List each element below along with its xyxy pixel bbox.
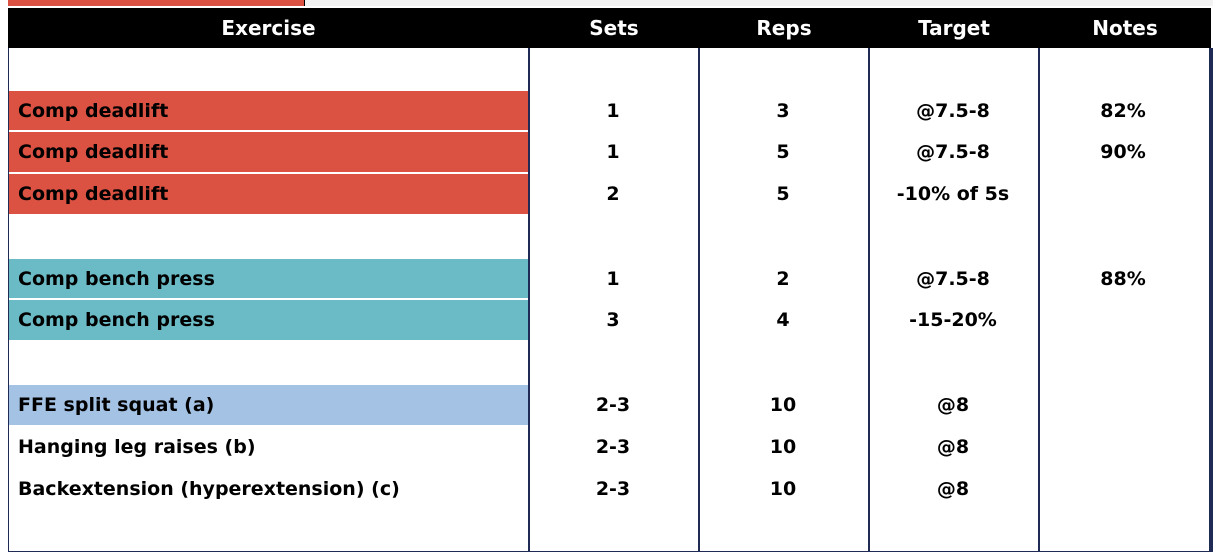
cell-exercise[interactable]: Backextension (hyperextension) (c) (18, 478, 400, 500)
header-sets[interactable]: Sets (589, 16, 639, 40)
cell-reps[interactable]: 4 (776, 309, 790, 331)
table-row[interactable]: Comp deadlift 1 3 @7.5-8 82% (8, 91, 1211, 131)
cell-sets[interactable]: 2-3 (595, 436, 631, 458)
table-row[interactable]: Backextension (hyperextension) (c) 2-3 1… (8, 469, 1211, 509)
cell-notes[interactable] (1039, 385, 1207, 425)
table-row[interactable]: Hanging leg raises (b) 2-3 10 @8 (8, 427, 1211, 467)
cell-reps[interactable]: 10 (769, 394, 797, 416)
row-separator (9, 130, 528, 132)
cell-target[interactable]: @7.5-8 (916, 141, 990, 163)
cell-reps[interactable]: 5 (776, 141, 790, 163)
column-divider (868, 48, 870, 552)
row-highlight (9, 259, 528, 299)
cell-reps[interactable]: 3 (776, 100, 790, 122)
row-highlight (9, 174, 528, 214)
cell-notes[interactable]: 88% (1100, 268, 1146, 290)
sheet-tab-strip (0, 0, 1216, 8)
header-exercise[interactable]: Exercise (221, 16, 316, 40)
table-row[interactable]: Comp bench press 1 2 @7.5-8 88% (8, 259, 1211, 299)
cell-sets[interactable]: 2-3 (595, 394, 631, 416)
table-row[interactable]: Comp deadlift 1 5 @7.5-8 90% (8, 132, 1211, 172)
sheet-tab-active[interactable] (8, 0, 304, 6)
cell-notes[interactable] (1039, 469, 1207, 509)
sheet-tab-bar (304, 0, 1213, 6)
cell-notes[interactable] (1039, 300, 1207, 340)
cell-reps[interactable]: 10 (769, 478, 797, 500)
header-notes[interactable]: Notes (1092, 16, 1158, 40)
row-separator (9, 298, 528, 300)
cell-sets[interactable]: 1 (606, 268, 620, 290)
cell-target[interactable]: -10% of 5s (896, 183, 1010, 205)
header-reps[interactable]: Reps (756, 16, 812, 40)
cell-target[interactable]: -15-20% (909, 309, 997, 331)
table-row[interactable]: Comp bench press 3 4 -15-20% (8, 300, 1211, 340)
cell-notes[interactable]: 82% (1100, 100, 1146, 122)
cell-exercise[interactable]: FFE split squat (a) (18, 394, 215, 416)
cell-notes[interactable] (1039, 427, 1207, 467)
table-row[interactable]: FFE split squat (a) 2-3 10 @8 (8, 385, 1211, 425)
table-header: Exercise Sets Reps Target Notes (8, 8, 1211, 48)
column-divider (698, 48, 700, 552)
cell-target[interactable]: @7.5-8 (916, 100, 990, 122)
column-divider (1038, 48, 1040, 552)
cell-reps[interactable]: 2 (776, 268, 790, 290)
row-highlight (9, 385, 528, 425)
cell-sets[interactable]: 2 (606, 183, 620, 205)
cell-reps[interactable]: 10 (769, 436, 797, 458)
cell-target[interactable]: @8 (936, 394, 970, 416)
row-highlight (9, 132, 528, 172)
column-divider (1209, 48, 1213, 552)
cell-target[interactable]: @7.5-8 (916, 268, 990, 290)
cell-sets[interactable]: 1 (606, 100, 620, 122)
cell-target[interactable]: @8 (936, 478, 970, 500)
cell-target[interactable]: @8 (936, 436, 970, 458)
cell-exercise[interactable]: Comp bench press (18, 268, 215, 290)
row-highlight (9, 300, 528, 340)
cell-reps[interactable]: 5 (776, 183, 790, 205)
cell-sets[interactable]: 3 (606, 309, 620, 331)
header-target[interactable]: Target (918, 16, 990, 40)
row-highlight (9, 91, 528, 131)
cell-exercise[interactable]: Comp bench press (18, 309, 215, 331)
table-row[interactable]: Comp deadlift 2 5 -10% of 5s (8, 174, 1211, 214)
column-divider (528, 48, 530, 552)
cell-sets[interactable]: 2-3 (595, 478, 631, 500)
cell-notes[interactable]: 90% (1100, 141, 1146, 163)
cell-notes[interactable] (1039, 174, 1207, 214)
cell-exercise[interactable]: Comp deadlift (18, 183, 169, 205)
cell-exercise[interactable]: Hanging leg raises (b) (18, 436, 256, 458)
row-separator (9, 172, 528, 174)
cell-exercise[interactable]: Comp deadlift (18, 141, 169, 163)
cell-exercise[interactable]: Comp deadlift (18, 100, 169, 122)
cell-sets[interactable]: 1 (606, 141, 620, 163)
